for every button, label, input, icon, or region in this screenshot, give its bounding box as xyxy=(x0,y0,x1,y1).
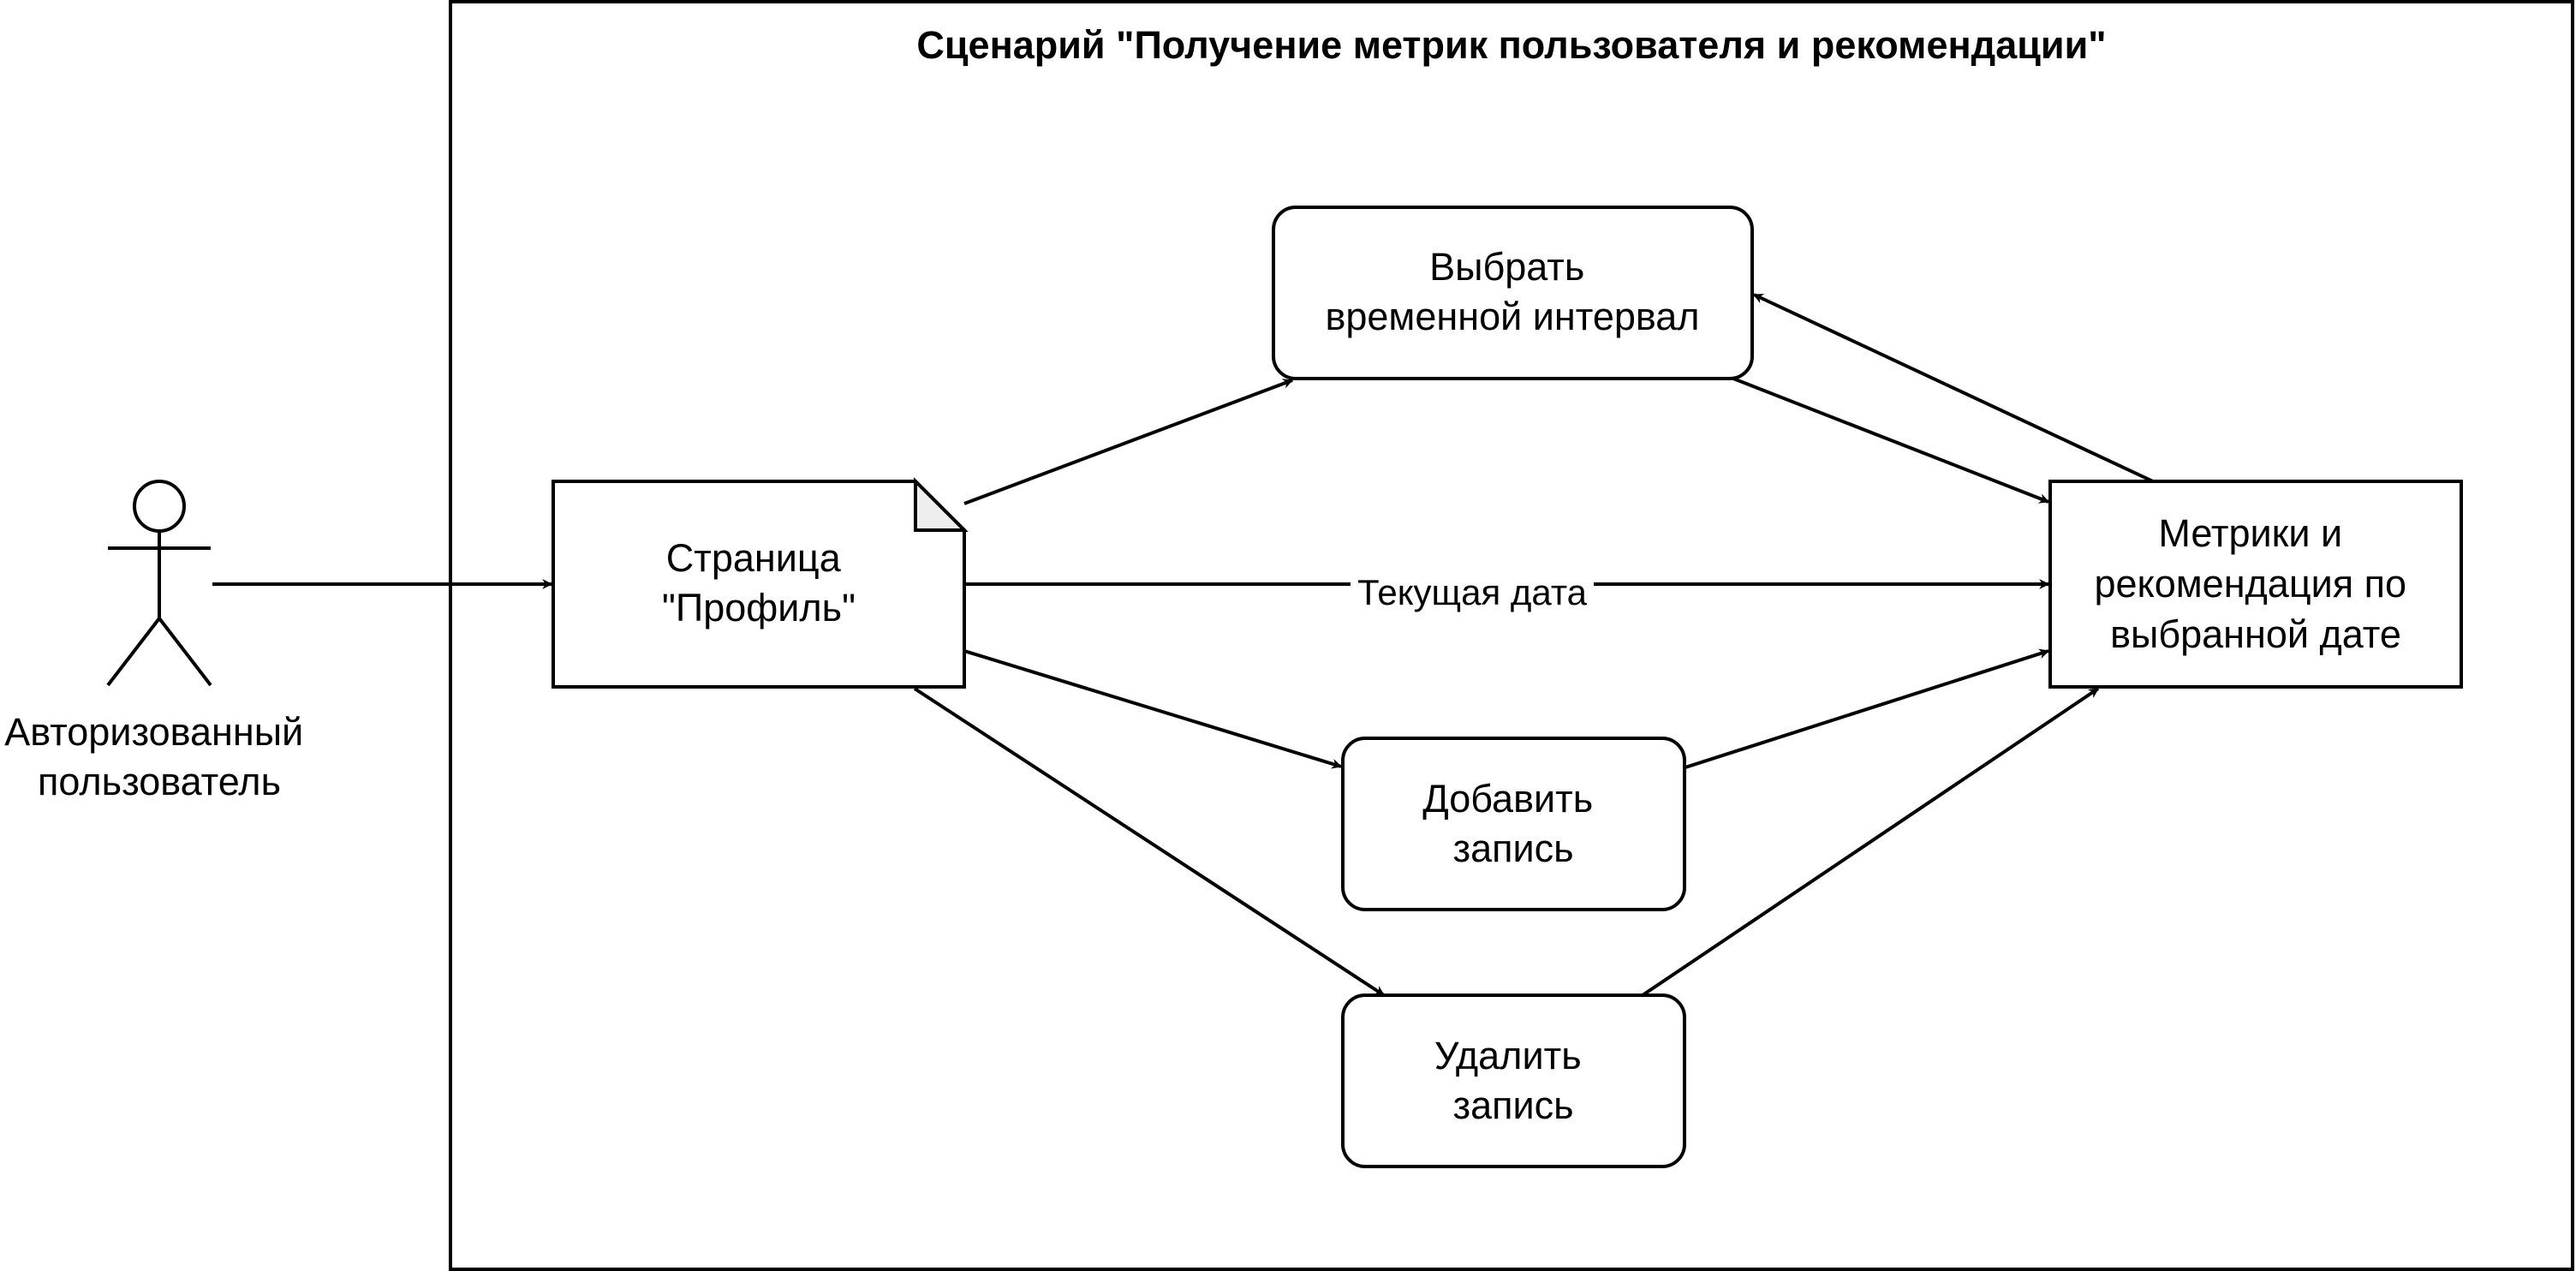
edge-label-background xyxy=(1351,569,1594,612)
node-delete-record: Удалить запись xyxy=(1341,994,1686,1168)
edge-metrics-to-interval xyxy=(1752,293,2154,483)
add-record-box xyxy=(1341,737,1686,911)
actor-label: Авторизованный пользователь xyxy=(4,710,314,803)
actor-left-leg xyxy=(106,617,161,687)
edge-profile-to-add xyxy=(963,649,1343,769)
select-interval-label: Выбрать временной интервал xyxy=(1325,245,1699,338)
edge-profile-to-delete xyxy=(913,687,1386,997)
edge-label-current-date: Текущая дата xyxy=(1357,572,1588,612)
metrics-box xyxy=(2048,480,2463,689)
edge-add-to-metrics xyxy=(1685,648,2050,769)
scenario-title: Сценарий "Получение метрик пользователя … xyxy=(916,23,2106,67)
node-metrics: Метрики и рекомендация по выбранной дате xyxy=(2048,480,2463,689)
node-select-interval: Выбрать временной интервал xyxy=(1272,206,1754,380)
edge-interval-to-metrics xyxy=(1732,377,2050,504)
edge-delete-to-metrics xyxy=(1641,687,2100,997)
profile-page-label: Страница "Профиль" xyxy=(662,536,856,630)
profile-page-shape xyxy=(552,480,966,689)
edge-profile-to-interval xyxy=(963,379,1294,505)
select-interval-box xyxy=(1272,206,1754,380)
add-record-label: Добавить запись xyxy=(1422,777,1603,870)
delete-record-label: Удалить запись xyxy=(1434,1034,1592,1127)
profile-page-fold xyxy=(914,477,969,532)
actor-right-leg xyxy=(158,617,212,687)
actor-head xyxy=(133,480,186,533)
delete-record-box xyxy=(1341,994,1686,1168)
node-add-record: Добавить запись xyxy=(1341,737,1686,911)
actor-figure xyxy=(106,480,212,687)
metrics-label: Метрики и рекомендация по выбранной дате xyxy=(2094,511,2417,656)
node-profile-page: Страница "Профиль" xyxy=(552,477,969,689)
